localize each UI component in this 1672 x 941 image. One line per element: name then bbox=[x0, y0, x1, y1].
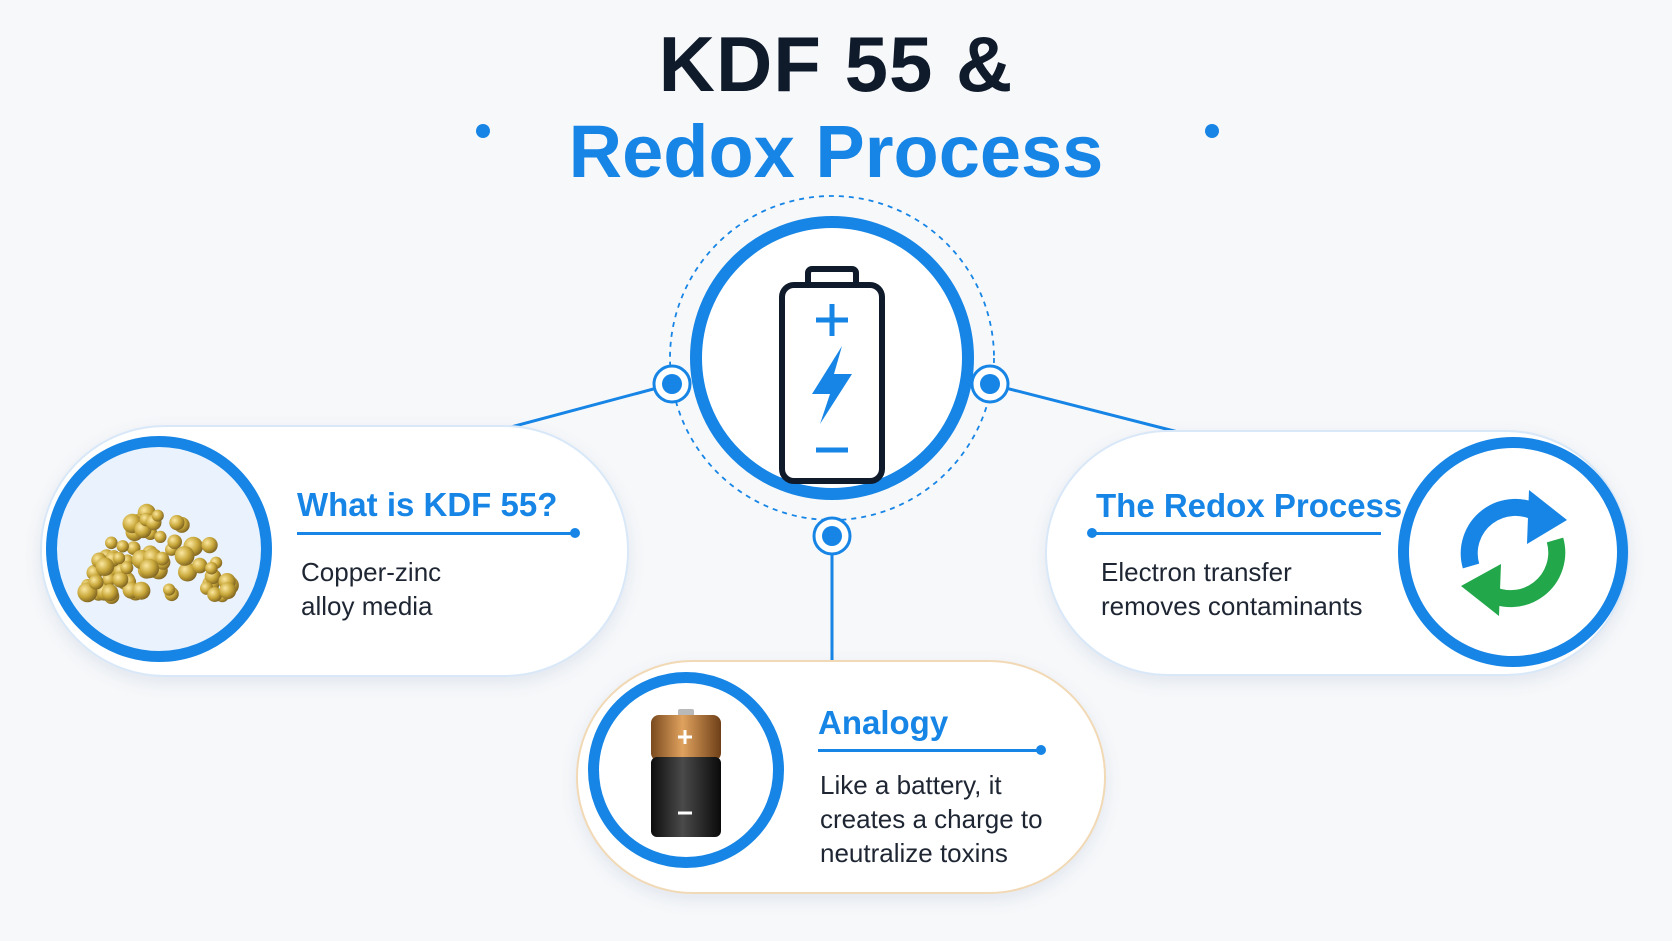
bottom-card-underline bbox=[818, 749, 1040, 752]
alloy-granule bbox=[120, 561, 134, 575]
alloy-granule bbox=[163, 583, 176, 596]
alloy-granule bbox=[219, 582, 237, 600]
node-dot-bottom bbox=[812, 516, 852, 556]
bottom-card-title: Analogy bbox=[818, 704, 949, 741]
alloy-granule bbox=[132, 581, 151, 600]
left-card-underline-dot bbox=[570, 528, 580, 538]
alloy-granule bbox=[207, 587, 223, 602]
alloy-granule bbox=[155, 551, 170, 566]
right-desc-line-1: Electron transfer bbox=[1101, 557, 1292, 587]
bottom-desc-line-2: creates a charge to bbox=[820, 804, 1043, 834]
battery-icon bbox=[651, 709, 721, 837]
alloy-granule bbox=[116, 540, 129, 553]
alloy-granule bbox=[112, 571, 129, 588]
bottom-card-underline-dot bbox=[1036, 745, 1046, 755]
alloy-granule bbox=[174, 546, 195, 566]
bottom-desc-line-1: Like a battery, it bbox=[820, 770, 1002, 800]
alloy-granule bbox=[102, 572, 116, 587]
right-card-underline-dot bbox=[1087, 528, 1097, 538]
alloy-granule bbox=[169, 515, 185, 531]
battery-icon-circle bbox=[588, 672, 784, 868]
alloy-granule bbox=[105, 536, 118, 550]
alloy-icon-circle bbox=[46, 436, 272, 662]
alloy-granule bbox=[151, 509, 164, 522]
node-dot-left bbox=[652, 364, 692, 404]
alloy-granule bbox=[191, 557, 208, 574]
alloy-granule bbox=[101, 584, 119, 602]
alloy-granule bbox=[113, 552, 126, 565]
right-card-description: Electron transfer removes contaminants bbox=[1101, 555, 1363, 623]
connector-right bbox=[989, 382, 1179, 434]
left-desc-line-2: alloy media bbox=[301, 591, 433, 621]
alloy-granules-icon bbox=[77, 503, 239, 604]
alloy-granule bbox=[139, 558, 160, 579]
alloy-granule bbox=[167, 534, 182, 550]
left-card-underline bbox=[297, 532, 575, 535]
bottom-card-description: Like a battery, it creates a charge to n… bbox=[820, 768, 1043, 870]
bottom-desc-line-3: neutralize toxins bbox=[820, 838, 1008, 868]
title-line-1: KDF 55 & bbox=[658, 20, 1014, 108]
node-dot-right bbox=[970, 364, 1010, 404]
alloy-granule bbox=[154, 530, 167, 543]
right-desc-line-2: removes contaminants bbox=[1101, 591, 1363, 621]
title-dot-left bbox=[476, 124, 490, 138]
alloy-granule bbox=[201, 537, 218, 554]
left-desc-line-1: Copper-zinc bbox=[301, 557, 442, 587]
recycle-arrows-icon bbox=[1460, 490, 1567, 616]
connector-left bbox=[499, 382, 673, 432]
title-line-2: Redox Process bbox=[568, 110, 1104, 193]
recycle-icon-circle bbox=[1398, 437, 1628, 667]
alloy-granule bbox=[88, 574, 104, 590]
right-card-underline bbox=[1093, 532, 1381, 535]
right-card-title: The Redox Process bbox=[1096, 487, 1403, 524]
battery-charge-icon bbox=[779, 266, 885, 484]
alloy-granule bbox=[95, 557, 115, 576]
left-card-title: What is KDF 55? bbox=[297, 486, 558, 523]
alloy-granule bbox=[205, 561, 218, 575]
left-card-description: Copper-zinc alloy media bbox=[301, 555, 441, 623]
